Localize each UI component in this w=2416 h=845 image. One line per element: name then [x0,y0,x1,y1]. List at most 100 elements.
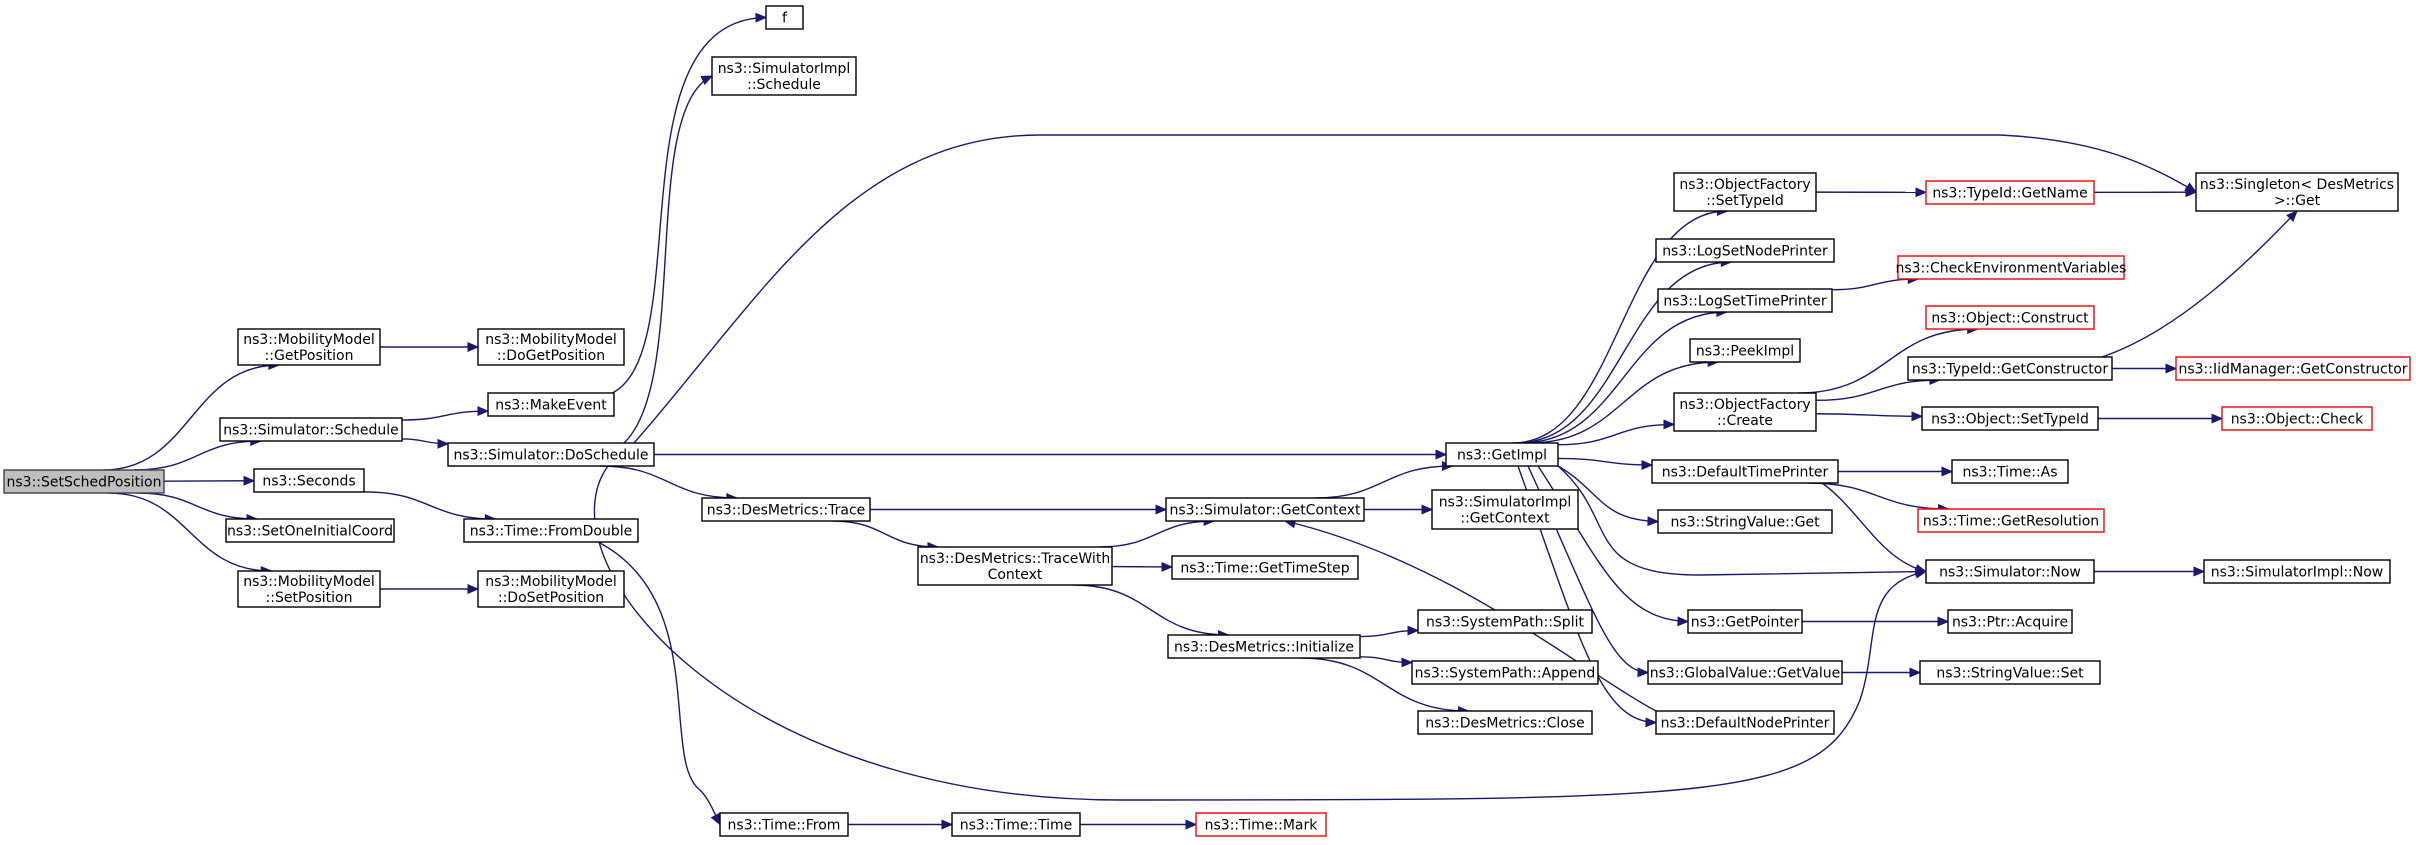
node-box [1431,489,1579,530]
arrow-head-icon [1637,667,1650,678]
node-of-set-type-id[interactable]: ns3::ObjectFactory::SetTypeId [1673,172,1817,212]
node-box [719,812,849,837]
node-seconds[interactable]: ns3::Seconds [253,468,365,493]
edge-line [1821,482,1927,573]
node-get-pointer[interactable]: ns3::GetPointer [1687,609,1803,634]
node-sim-schedule[interactable]: ns3::Simulator::Schedule [219,417,403,442]
node-of-create[interactable]: ns3::ObjectFactory::Create [1673,392,1817,432]
node-label: ns3::StringValue::Set [1936,666,2084,682]
edge-default-time-printer-to-simulator-now [1821,482,1928,574]
node-label: ::SetPosition [266,590,353,606]
node-simulator-now[interactable]: ns3::Simulator::Now [1925,559,2095,584]
edge-make-event-to-f [607,12,768,396]
node-log-set-time-printer[interactable]: ns3::LogSetTimePrinter [1657,288,1833,313]
node-f[interactable]: f [765,5,804,30]
node-time-time[interactable]: ns3::Time::Time [951,812,1081,837]
node-globalvalue-get-value[interactable]: ns3::GlobalValue::GetValue [1647,660,1843,685]
node-simimpl-get-context[interactable]: ns3::SimulatorImpl::GetContext [1431,489,1579,530]
node-box [1917,508,2105,533]
edge-line [103,364,279,471]
edge-sim-get-context-to-simimpl-get-context [1364,504,1434,515]
node-des-trace[interactable]: ns3::DesMetrics::Trace [701,497,871,522]
node-time-mark[interactable]: ns3::Time::Mark [1195,812,1327,837]
node-box [1689,338,1801,363]
node-set-sched-position[interactable]: ns3::SetSchedPosition [3,469,165,494]
arrow-head-icon [2211,413,2224,424]
edge-get-impl-to-of-create [1557,419,1676,446]
node-simimpl-now[interactable]: ns3::SimulatorImpl::Now [2203,559,2391,584]
node-make-event[interactable]: ns3::MakeEvent [487,392,615,417]
node-time-get-resolution[interactable]: ns3::Time::GetResolution [1917,508,2105,533]
node-label: ns3::Time::Mark [1205,818,1319,834]
edge-time-from-to-time-time [848,819,954,830]
node-label: ns3::DesMetrics::Close [1425,716,1585,732]
node-box [2195,172,2399,212]
call-graph-edges [103,12,2298,830]
node-box [1411,660,1599,685]
node-mm-get-position[interactable]: ns3::MobilityModel::GetPosition [237,328,381,366]
node-simimpl-schedule[interactable]: ns3::SimulatorImpl::Schedule [711,56,857,96]
arrow-head-icon [1677,616,1690,627]
node-box [711,56,857,96]
arrow-head-icon [1401,657,1414,668]
edge-line [1557,423,1675,446]
node-sim-get-context[interactable]: ns3::Simulator::GetContext [1165,497,1365,522]
node-label: ns3::CheckEnvironmentVariables [1896,261,2127,277]
call-graph-nodes: ns3::SetSchedPositionns3::MobilityModel:… [3,5,2411,837]
node-label: ns3::TypeId::GetConstructor [1912,362,2108,378]
node-label: ns3::SystemPath::Split [1426,615,1584,631]
edge-des-trace-to-sim-get-context [870,504,1168,515]
arrow-head-icon [477,406,490,417]
node-check-env-vars[interactable]: ns3::CheckEnvironmentVariables [1896,255,2127,280]
node-des-close[interactable]: ns3::DesMetrics::Close [1417,710,1593,735]
node-log-set-node-printer[interactable]: ns3::LogSetNodePrinter [1655,238,1835,263]
arrow-head-icon [710,812,721,826]
node-label: ns3::GlobalValue::GetValue [1650,666,1840,682]
node-set-one-initial-coord[interactable]: ns3::SetOneInitialCoord [225,518,395,543]
node-mm-set-position[interactable]: ns3::MobilityModel::SetPosition [237,570,381,608]
node-get-impl[interactable]: ns3::GetImpl [1445,442,1559,467]
node-des-initialize[interactable]: ns3::DesMetrics::Initialize [1167,634,1361,659]
node-sp-split[interactable]: ns3::SystemPath::Split [1417,609,1593,634]
node-object-check[interactable]: ns3::Object::Check [2221,406,2373,431]
arrow-head-icon [2165,363,2178,374]
node-stringvalue-set[interactable]: ns3::StringValue::Set [1919,660,2101,685]
node-time-from-double[interactable]: ns3::Time::FromDouble [463,518,639,543]
edge-sim-do-schedule-to-get-impl [654,449,1448,460]
arrow-head-icon [2193,566,2206,577]
node-label: ns3::SimulatorImpl [1439,495,1572,511]
edge-typeid-get-name-to-singleton-get [2093,187,2198,198]
edge-line [363,491,496,520]
node-label: ns3::GetImpl [1457,448,1547,464]
node-mm-do-get-position[interactable]: ns3::MobilityModel::DoGetPosition [477,328,625,366]
node-typeid-get-name[interactable]: ns3::TypeId::GetName [1925,180,2095,205]
edge-get-impl-to-default-node-printer [1517,465,1658,728]
node-time-get-time-step[interactable]: ns3::Time::GetTimeStep [1171,555,1359,580]
node-iid-get-constructor[interactable]: ns3::IidManager::GetConstructor [2175,356,2411,381]
node-singleton-get[interactable]: ns3::Singleton< DesMetrics >::Get [2195,172,2399,212]
node-label: ns3::DesMetrics::Trace [707,503,866,519]
node-sim-do-schedule[interactable]: ns3::Simulator::DoSchedule [447,442,655,467]
node-object-set-type-id[interactable]: ns3::Object::SetTypeId [1921,406,2099,431]
node-object-construct[interactable]: ns3::Object::Construct [1925,305,2095,330]
node-box [3,469,165,494]
node-time-as[interactable]: ns3::Time::As [1951,459,2069,484]
node-time-from[interactable]: ns3::Time::From [719,812,849,837]
arrow-head-icon [2286,210,2298,223]
node-label: ns3::Simulator::Schedule [223,423,399,439]
node-sp-append[interactable]: ns3::SystemPath::Append [1411,660,1599,685]
node-peek-impl[interactable]: ns3::PeekImpl [1689,338,1801,363]
node-label: ::DoSetPosition [498,590,604,606]
node-label: >::Get [2274,193,2321,209]
edge-globalvalue-get-value-to-stringvalue-set [1841,667,1922,678]
node-mm-do-set-position[interactable]: ns3::MobilityModel::DoSetPosition [477,570,625,608]
node-typeid-get-constructor[interactable]: ns3::TypeId::GetConstructor [1907,356,2113,381]
edge-object-set-type-id-to-object-check [2098,413,2224,424]
node-label: ns3::Object::Check [2231,412,2364,428]
node-default-node-printer[interactable]: ns3::DefaultNodePrinter [1655,710,1835,735]
node-label: ns3::MobilityModel [485,332,617,348]
node-stringvalue-get[interactable]: ns3::StringValue::Get [1657,509,1833,534]
node-default-time-printer[interactable]: ns3::DefaultTimePrinter [1651,459,1839,484]
node-ptr-acquire[interactable]: ns3::Ptr::Acquire [1947,609,2073,634]
